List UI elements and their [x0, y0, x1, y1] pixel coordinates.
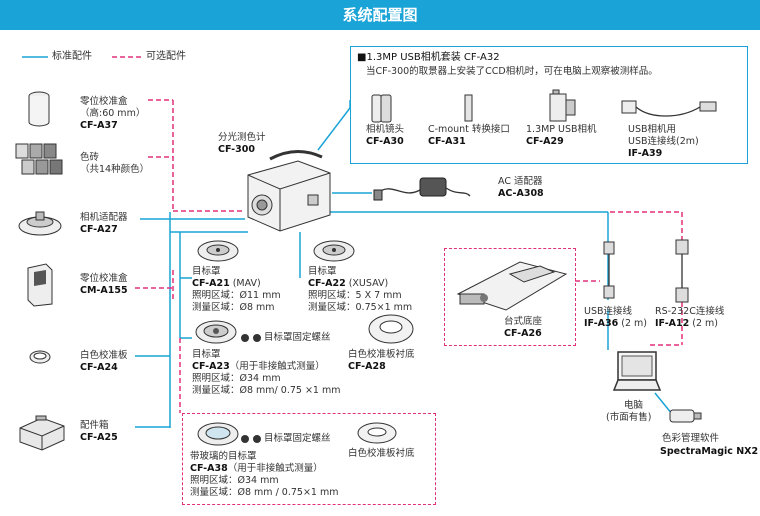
target-a38-illum: 照明区域：Ø34 mm — [190, 475, 279, 486]
camera-kit-panel — [350, 46, 748, 164]
color-tiles-icon — [15, 143, 63, 175]
usb-camera-cable-code: IF-A39 — [628, 148, 663, 159]
target-a23-code: CF-A23（用于非接触式测量） — [192, 361, 325, 372]
left-item-4-name: 零位校准盒 — [80, 273, 128, 284]
target-a21-name: 目标罩 — [192, 266, 221, 277]
left-item-4-code: CM-A155 — [80, 285, 128, 296]
target-a23-meas: 测量区域：Ø8 mm/ 0.75 ×1 mm — [192, 385, 341, 396]
usb-cable-icon — [603, 241, 615, 299]
main-unit-code: CF-300 — [218, 144, 255, 155]
target-mask-a22-icon — [313, 240, 355, 262]
stage-code: CF-A26 — [504, 328, 542, 339]
left-item-1-code: CF-A37 — [80, 120, 118, 131]
target-a38-code: CF-A38（用于非接触式测量） — [190, 463, 323, 474]
main-unit-name: 分光测色计 — [218, 132, 266, 143]
camera-lens-label: 相机镜头 — [366, 124, 405, 135]
camera-kit-description: 当CF-300的取景器上安装了CCD相机时，可在电脑上观察被测样品。 — [366, 66, 658, 77]
target-a21-illum: 照明区域：Ø11 mm — [192, 290, 281, 301]
software-code: SpectraMagic NX2 — [660, 446, 759, 457]
target-a23-illum: 照明区域：Ø34 mm — [192, 373, 281, 384]
camera-lens-code: CF-A30 — [366, 136, 404, 147]
ac-adapter-code: AC-A308 — [498, 188, 544, 199]
left-item-1-name: 零位校准盒 — [80, 96, 128, 107]
target-mask-a23-icon — [195, 320, 237, 344]
rs232c-cable-name: RS-232C连接线 — [655, 306, 725, 317]
zero-cal-box-tall-icon — [28, 91, 50, 127]
rs232c-cable-icon — [675, 239, 689, 303]
diagram-title: 系统配置图 — [0, 0, 760, 30]
usb-camera-label: 1.3MP USB相机 — [526, 124, 597, 135]
stage-name: 台式底座 — [504, 316, 543, 327]
stage-base-icon — [456, 261, 568, 311]
left-item-1-sub: （高:60 mm） — [80, 108, 146, 119]
ac-adapter-icon — [373, 177, 471, 201]
usb-camera-icon — [549, 89, 576, 122]
screw1-label: 目标罩固定螺丝 — [264, 332, 331, 343]
usb-camera-code: CF-A29 — [526, 136, 564, 147]
target-a22-name: 目标罩 — [308, 266, 337, 277]
left-item-2-sub: （共14种颜色） — [80, 164, 150, 175]
stage-optional-panel — [444, 248, 576, 346]
target-a22-code: CF-A22 (XUSAV) — [308, 278, 389, 289]
base2-label: 白色校准板衬底 — [348, 448, 415, 459]
target-a38-name: 带玻璃的目标罩 — [190, 451, 257, 462]
pc-sub: (市面有售) — [606, 412, 652, 423]
fixing-screw-icon — [241, 334, 261, 342]
software-name: 色彩管理软件 — [662, 433, 720, 444]
left-item-2-name: 色砖 — [80, 152, 100, 163]
camera-kit-title: ■1.3MP USB相机套装 CF-A32 — [357, 52, 500, 63]
target-mask-a21-icon — [197, 240, 239, 262]
left-item-5-name: 白色校准板 — [80, 350, 128, 361]
camera-lens-icon — [371, 94, 392, 123]
target-a21-meas: 测量区域：Ø8 mm — [192, 302, 275, 313]
white-plate-base-2-icon — [357, 422, 397, 444]
usb-dongle-icon — [669, 409, 702, 423]
a28-name: 白色校准板衬底 — [348, 349, 415, 360]
usb-camera-cable-label2: USB连接线(2m) — [628, 136, 699, 147]
c-mount-adapter-icon — [464, 94, 473, 122]
ac-adapter-name: AC 适配器 — [498, 176, 543, 187]
laptop-icon — [612, 351, 662, 391]
fixing-screw-2-icon — [241, 435, 261, 443]
target-a21-code: CF-A21 (MAV) — [192, 278, 261, 289]
zero-cal-box-icon — [27, 263, 53, 307]
glass-target-mask-icon — [197, 422, 239, 446]
rs232c-cable-code: IF-A12 (2 m) — [655, 318, 719, 329]
left-item-6-name: 配件箱 — [80, 420, 109, 431]
cf-a38-optional-panel — [182, 413, 436, 505]
a28-code: CF-A28 — [348, 361, 386, 372]
spectrophotometer-icon — [247, 150, 331, 232]
white-plate-base-a28-icon — [368, 314, 414, 344]
usb-camera-cable-icon — [621, 100, 717, 117]
usb-cable-code: IF-A36 (2 m) — [584, 318, 648, 329]
legend-optional-label: 可选配件 — [146, 51, 186, 62]
accessory-case-icon — [19, 415, 65, 451]
left-item-5-code: CF-A24 — [80, 362, 118, 373]
left-item-6-code: CF-A25 — [80, 432, 118, 443]
target-a23-name: 目标罩 — [192, 349, 221, 360]
c-mount-label: C-mount 转换接口 — [428, 124, 510, 135]
usb-cable-name: USB连接线 — [584, 306, 633, 317]
usb-camera-cable-label1: USB相机用 — [628, 124, 677, 135]
target-a38-meas: 测量区域：Ø8 mm / 0.75×1 mm — [190, 487, 339, 498]
left-item-3-name: 相机适配器 — [80, 212, 128, 223]
legend-standard-label: 标准配件 — [52, 51, 92, 62]
white-cal-plate-icon — [29, 350, 51, 364]
c-mount-code: CF-A31 — [428, 136, 466, 147]
camera-adapter-icon — [18, 211, 62, 236]
target-a22-illum: 照明区域：5 X 7 mm — [308, 290, 402, 301]
screw2-label: 目标罩固定螺丝 — [264, 433, 331, 444]
left-item-3-code: CF-A27 — [80, 224, 118, 235]
target-a22-meas: 测量区域：0.75×1 mm — [308, 302, 413, 313]
pc-name: 电脑 — [624, 400, 644, 411]
